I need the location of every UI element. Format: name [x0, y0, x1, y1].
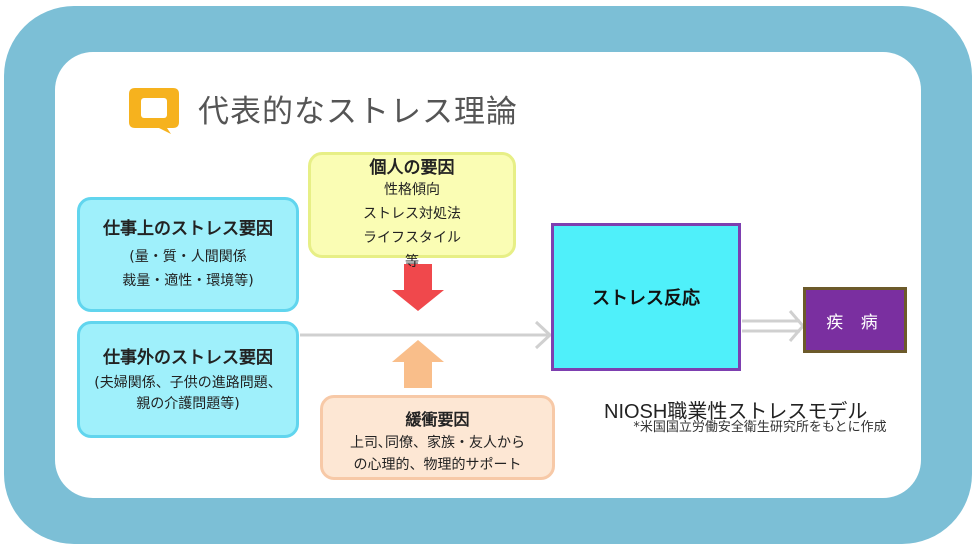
buffer-factors-line-1: 上司､同僚、家族・友人から [350, 435, 525, 451]
personal-factors-line-4: 等 [405, 254, 419, 270]
reaction-connector-arrowhead [788, 310, 805, 342]
personal-factors-heading: 個人の要因 [369, 158, 455, 178]
work-stress-heading: 仕事上のストレス要因 [103, 219, 273, 239]
model-name: NIOSH職業性ストレスモデル [604, 401, 868, 423]
down-arrow [392, 264, 444, 311]
disease-box: 疾 病 [803, 287, 907, 353]
buffer-factors-box: 緩衝要因 上司､同僚、家族・友人から の心理的、物理的サポート [320, 395, 555, 480]
model-source-note: *米国国立労働安全衛生研究所をもとに作成 [633, 420, 887, 435]
personal-factors-line-1: 性格傾向 [384, 182, 440, 198]
stress-reaction-box: ストレス反応 [551, 223, 741, 371]
personal-factors-line-3: ライフスタイル [363, 230, 461, 246]
up-arrow [392, 340, 444, 388]
nonwork-stress-heading: 仕事外のストレス要因 [103, 348, 273, 368]
personal-factors-box: 個人の要因 性格傾向 ストレス対処法 ライフスタイル 等 [308, 152, 516, 270]
personal-factors-line-2: ストレス対処法 [363, 206, 461, 222]
work-stress-line-1: (量・質・人間関係 [129, 249, 247, 265]
buffer-factors-heading: 緩衝要因 [405, 410, 470, 429]
buffer-factors-line-2: の心理的、物理的サポート [353, 457, 522, 473]
speech-bubble-icon [129, 88, 179, 134]
work-stress-factors-box: 仕事上のストレス要因 (量・質・人間関係 裁量・適性・環境等) [77, 197, 299, 312]
nonwork-stress-line-1: (夫婦関係、子供の進路問題、親の介護問題等) [94, 375, 282, 412]
page-title: 代表的なストレス理論 [198, 94, 518, 130]
main-connector-arrowhead [534, 320, 553, 350]
nonwork-stress-factors-box: 仕事外のストレス要因 (夫婦関係、子供の進路問題、親の介護問題等) [77, 321, 299, 438]
work-stress-line-2: 裁量・適性・環境等) [122, 273, 254, 289]
